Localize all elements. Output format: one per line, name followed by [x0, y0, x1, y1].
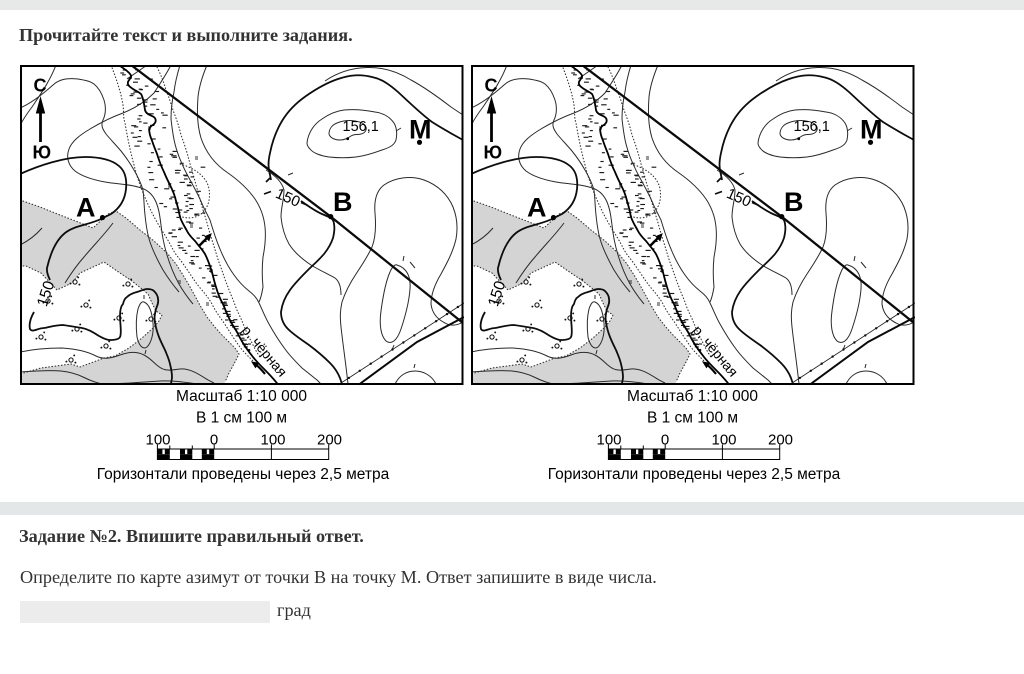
- svg-text:В 1 см 100 м: В 1 см 100 м: [196, 410, 287, 427]
- svg-text:М: М: [409, 115, 432, 145]
- svg-text:Масштаб 1:10 000: Масштаб 1:10 000: [176, 388, 307, 405]
- svg-text:100: 100: [145, 432, 170, 449]
- svg-text:А: А: [76, 193, 96, 223]
- svg-text:Ю: Ю: [33, 143, 52, 163]
- svg-text:В: В: [333, 187, 353, 217]
- svg-text:156,1: 156,1: [343, 119, 379, 135]
- svg-text:100: 100: [260, 432, 285, 449]
- svg-text:Горизонтали проведены через 2,: Горизонтали проведены через 2,5 метра: [97, 466, 390, 483]
- svg-text:0: 0: [210, 432, 218, 449]
- svg-text:С: С: [34, 76, 47, 96]
- svg-text:200: 200: [317, 432, 342, 449]
